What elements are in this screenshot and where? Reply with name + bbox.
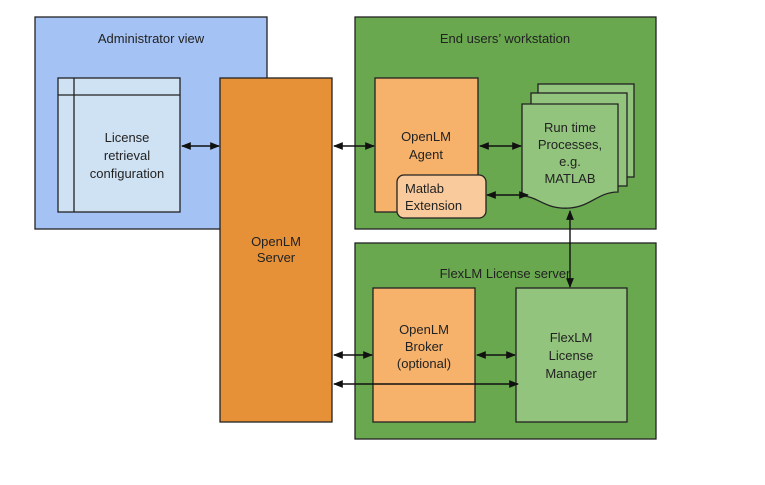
broker-label: OpenLM Broker (optional) xyxy=(397,322,451,371)
agent-label: OpenLM Agent xyxy=(401,129,451,162)
extension-label-line: Extension xyxy=(405,198,462,213)
config-label: License retrieval configuration xyxy=(90,130,164,181)
openlm-broker-node: OpenLM Broker (optional) xyxy=(372,287,476,423)
manager-label-line: FlexLM xyxy=(550,330,593,345)
manager-label-line: License xyxy=(549,348,594,363)
processes-label-line: e.g. xyxy=(559,154,581,169)
agent-label-line: OpenLM xyxy=(401,129,451,144)
processes-label-line: MATLAB xyxy=(544,171,595,186)
broker-label-line: Broker xyxy=(405,339,444,354)
license-retrieval-config-node: License retrieval configuration xyxy=(57,77,181,213)
processes-label-line: Run time xyxy=(544,120,596,135)
broker-label-line: OpenLM xyxy=(399,322,449,337)
server-label-line: OpenLM xyxy=(251,234,301,249)
extension-label-line: Matlab xyxy=(405,181,444,196)
server-label-line: Server xyxy=(257,250,296,265)
manager-label-line: Manager xyxy=(545,366,597,381)
workstation-label: End users’ workstation xyxy=(440,31,570,46)
config-label-line: retrieval xyxy=(104,148,150,163)
broker-label-line: (optional) xyxy=(397,356,451,371)
administrator-view-label: Administrator view xyxy=(98,31,205,46)
agent-label-line: Agent xyxy=(409,147,443,162)
flexlm-server-label: FlexLM License server xyxy=(440,266,571,281)
config-label-line: License xyxy=(105,130,150,145)
processes-label-line: Processes, xyxy=(538,137,602,152)
config-label-line: configuration xyxy=(90,166,164,181)
